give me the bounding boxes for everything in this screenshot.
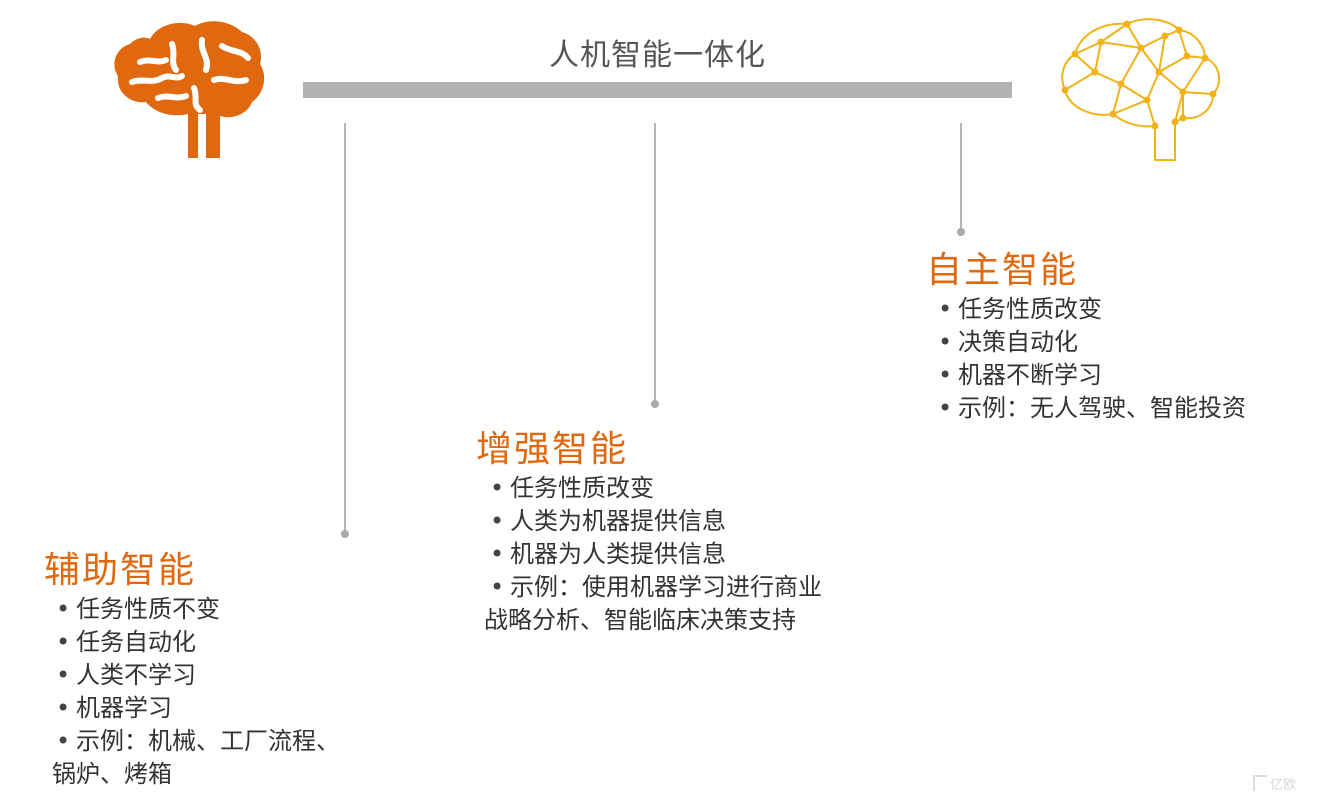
- watermark: 亿欧: [1252, 774, 1296, 793]
- list-item: •机器学习: [56, 692, 340, 725]
- section-augmented: 增强智能 •任务性质改变 •人类为机器提供信息 •机器为人类提供信息 •示例：使…: [476, 430, 822, 637]
- bullet-icon: •: [56, 661, 71, 689]
- bullet-icon: •: [938, 295, 953, 323]
- bullet-icon: •: [490, 507, 505, 535]
- bullet-icon: •: [56, 694, 71, 722]
- connector-line-augmented: [654, 123, 656, 403]
- watermark-logo-icon: [1252, 775, 1267, 791]
- bullet-icon: •: [938, 361, 953, 389]
- bullet-icon: •: [56, 727, 71, 755]
- bullet-icon: •: [938, 394, 953, 422]
- connector-line-assisted: [344, 123, 346, 533]
- connector-dot-augmented: [651, 400, 659, 408]
- bullet-icon: •: [490, 573, 505, 601]
- bullet-list: •任务性质不变 •任务自动化 •人类不学习 •机器学习 •示例：机械、工厂流程、: [56, 593, 340, 758]
- bullet-icon: •: [490, 540, 505, 568]
- bullet-icon: •: [938, 328, 953, 356]
- section-assisted: 辅助智能 •任务性质不变 •任务自动化 •人类不学习 •机器学习 •示例：机械、…: [44, 551, 340, 791]
- connector-dot-assisted: [341, 530, 349, 538]
- list-item: •示例：无人驾驶、智能投资: [938, 392, 1246, 425]
- brain-icon: [110, 14, 270, 164]
- list-item: •任务性质不变: [56, 593, 340, 626]
- list-item: •人类不学习: [56, 659, 340, 692]
- network-brain-icon: [1055, 14, 1230, 166]
- bullet-icon: •: [56, 595, 71, 623]
- list-item: •示例：机械、工厂流程、: [56, 725, 340, 758]
- list-item: •示例：使用机器学习进行商业: [490, 571, 822, 604]
- bullet-icon: •: [56, 628, 71, 656]
- list-item: •任务自动化: [56, 626, 340, 659]
- list-item: •人类为机器提供信息: [490, 505, 822, 538]
- section-heading: 自主智能: [926, 250, 1079, 291]
- list-item-continuation: 锅炉、烤箱: [52, 760, 172, 788]
- list-item: •决策自动化: [938, 326, 1246, 359]
- bullet-list: •任务性质改变 •人类为机器提供信息 •机器为人类提供信息 •示例：使用机器学习…: [490, 472, 822, 604]
- diagram-title: 人机智能一体化: [549, 38, 766, 73]
- list-item: •任务性质改变: [938, 293, 1246, 326]
- list-item: •机器不断学习: [938, 359, 1246, 392]
- connector-line-autonomous: [960, 123, 962, 231]
- connector-dot-autonomous: [957, 228, 965, 236]
- bullet-list: •任务性质改变 •决策自动化 •机器不断学习 •示例：无人驾驶、智能投资: [938, 293, 1246, 425]
- section-autonomous: 自主智能 •任务性质改变 •决策自动化 •机器不断学习 •示例：无人驾驶、智能投…: [926, 251, 1246, 425]
- list-item: •任务性质改变: [490, 472, 822, 505]
- timeline-bar: [303, 82, 1012, 98]
- list-item: •机器为人类提供信息: [490, 538, 822, 571]
- section-heading: 辅助智能: [44, 550, 197, 591]
- list-item-continuation: 战略分析、智能临床决策支持: [484, 606, 796, 634]
- bullet-icon: •: [490, 474, 505, 502]
- section-heading: 增强智能: [476, 429, 629, 470]
